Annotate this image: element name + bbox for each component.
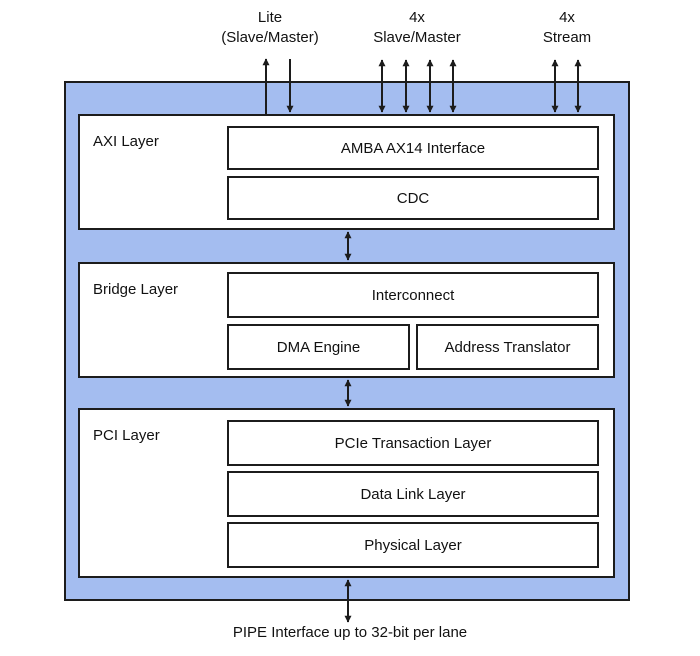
axi-layer: AXI Layer AMBA AX14 Interface CDC (78, 114, 615, 230)
stream-interface-label: 4x Stream (522, 8, 612, 48)
lite-interface-label: Lite (Slave/Master) (200, 8, 340, 48)
slave-master-label-line1: 4x (409, 9, 425, 26)
slave-master-interface-label: 4x Slave/Master (352, 8, 482, 48)
stream-label-line2: Stream (542, 29, 592, 46)
interconnect-block: Interconnect (227, 272, 599, 318)
dma-engine-block: DMA Engine (227, 324, 410, 370)
data-link-layer-block: Data Link Layer (227, 471, 599, 517)
pci-layer: PCI Layer PCIe Transaction Layer Data Li… (78, 408, 615, 578)
bridge-layer: Bridge Layer Interconnect DMA Engine Add… (78, 262, 615, 378)
slave-master-label-line2: Slave/Master (373, 29, 461, 46)
address-translator-block: Address Translator (416, 324, 599, 370)
pcie-transaction-layer-block: PCIe Transaction Layer (227, 420, 599, 466)
cdc-block: CDC (227, 176, 599, 220)
axi-layer-title: AXI Layer (93, 133, 159, 150)
amba-interface-block: AMBA AX14 Interface (227, 126, 599, 170)
stream-label-line1: 4x (559, 9, 575, 26)
pipe-interface-label: PIPE Interface up to 32-bit per lane (232, 624, 468, 641)
physical-layer-block: Physical Layer (227, 522, 599, 568)
lite-label-line1: Lite (257, 9, 283, 26)
bridge-layer-title: Bridge Layer (93, 281, 179, 298)
lite-label-line2: (Slave/Master) (221, 29, 319, 46)
pci-layer-title: PCI Layer (93, 427, 160, 444)
